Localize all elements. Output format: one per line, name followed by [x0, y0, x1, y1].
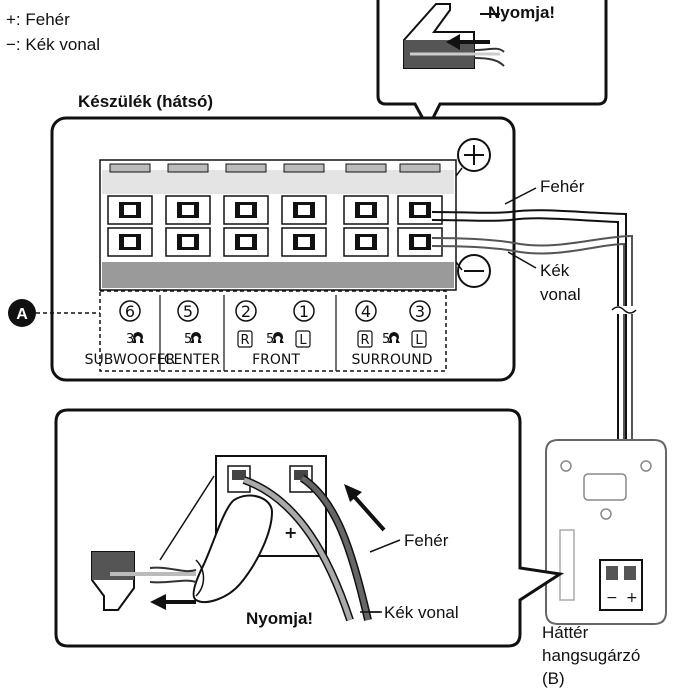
rear-speaker: − + [545, 439, 667, 625]
legend-minus: −: Kék vonal [6, 35, 100, 54]
detail-blue-label: Kék vonal [384, 603, 459, 622]
channel-subwoofer: SUBWOOFER [85, 352, 176, 368]
detail-push-label: Nyomja! [246, 609, 313, 628]
detail-callout: − + [54, 408, 565, 648]
side-box-icon [295, 330, 311, 348]
unit-title: Készülék (hátsó) [78, 92, 213, 111]
terminal-number: 5 [183, 302, 193, 321]
terminal-number: 3 [415, 302, 425, 321]
terminal-label: 3L [409, 300, 431, 348]
terminal-number-icon [293, 300, 315, 322]
terminal-label: 63 [119, 300, 144, 347]
terminal-number: 4 [361, 302, 371, 321]
imp-surround: 5 [382, 332, 390, 347]
terminal-columns [107, 163, 443, 257]
terminal-number-icon [235, 300, 257, 322]
arrow-left-icon [446, 34, 460, 50]
terminal-number-icon [355, 300, 377, 322]
terminal-impedance: 3 [126, 332, 134, 347]
terminal-column [281, 163, 327, 257]
side-box-icon [411, 330, 427, 348]
svg-text:+: + [284, 523, 297, 542]
terminal-number: 6 [125, 302, 135, 321]
speaker-label-1: Háttér [542, 623, 589, 642]
terminal-number: 1 [299, 302, 309, 321]
terminal-number-icon [177, 300, 199, 322]
terminal-label: 4R [355, 300, 377, 348]
top-callout: Nyomja! [376, 0, 608, 132]
ohm-icon [388, 332, 400, 343]
channel-center: CENTER [164, 352, 220, 368]
speaker-cable [431, 209, 638, 540]
terminal-column [397, 163, 443, 257]
terminal-side: R [240, 333, 249, 348]
side-box-icon [237, 330, 253, 348]
terminal-impedance: 5 [184, 332, 192, 347]
terminal-number-icon [409, 300, 431, 322]
imp-front: 5 [266, 332, 274, 347]
terminal-label: 55 [177, 300, 202, 347]
terminal-number-icon [119, 300, 141, 322]
finger-icon [192, 494, 274, 603]
terminal-column [223, 163, 269, 257]
speaker-label-2: hangsugárzó [542, 646, 640, 665]
wire-blue-label-2: vonal [540, 285, 581, 304]
terminal-number: 2 [241, 302, 251, 321]
svg-text:−: − [606, 590, 618, 606]
terminal-column [343, 163, 389, 257]
side-box-icon [357, 330, 373, 348]
terminal-label: 2R [235, 300, 257, 348]
channel-front: FRONT [252, 352, 300, 368]
terminal-side: L [415, 333, 423, 348]
wire-white-label: Fehér [540, 177, 585, 196]
badge-a: A [16, 306, 28, 323]
ohm-icon [272, 332, 284, 343]
speaker-label-3: (B) [542, 669, 565, 688]
svg-text:+: + [626, 590, 638, 606]
terminal-column [165, 163, 211, 257]
legend-plus: +: Fehér [6, 10, 70, 29]
callout-top-text: Nyomja! [488, 3, 555, 22]
channel-surround: SURROUND [351, 352, 432, 368]
ohm-icon [190, 332, 202, 343]
terminal-label: 1L [293, 300, 315, 348]
terminal-side: L [299, 333, 307, 348]
ohm-icon [132, 332, 144, 343]
wire-blue-label-1: Kék [540, 261, 570, 280]
terminal-side: R [360, 333, 369, 348]
detail-white-label: Fehér [404, 531, 449, 550]
badge-a-icon [8, 299, 36, 327]
terminal-column [107, 163, 153, 257]
channel-label-area [99, 290, 447, 372]
arrow-left-icon [150, 594, 166, 610]
arrow-up-icon [344, 484, 362, 502]
